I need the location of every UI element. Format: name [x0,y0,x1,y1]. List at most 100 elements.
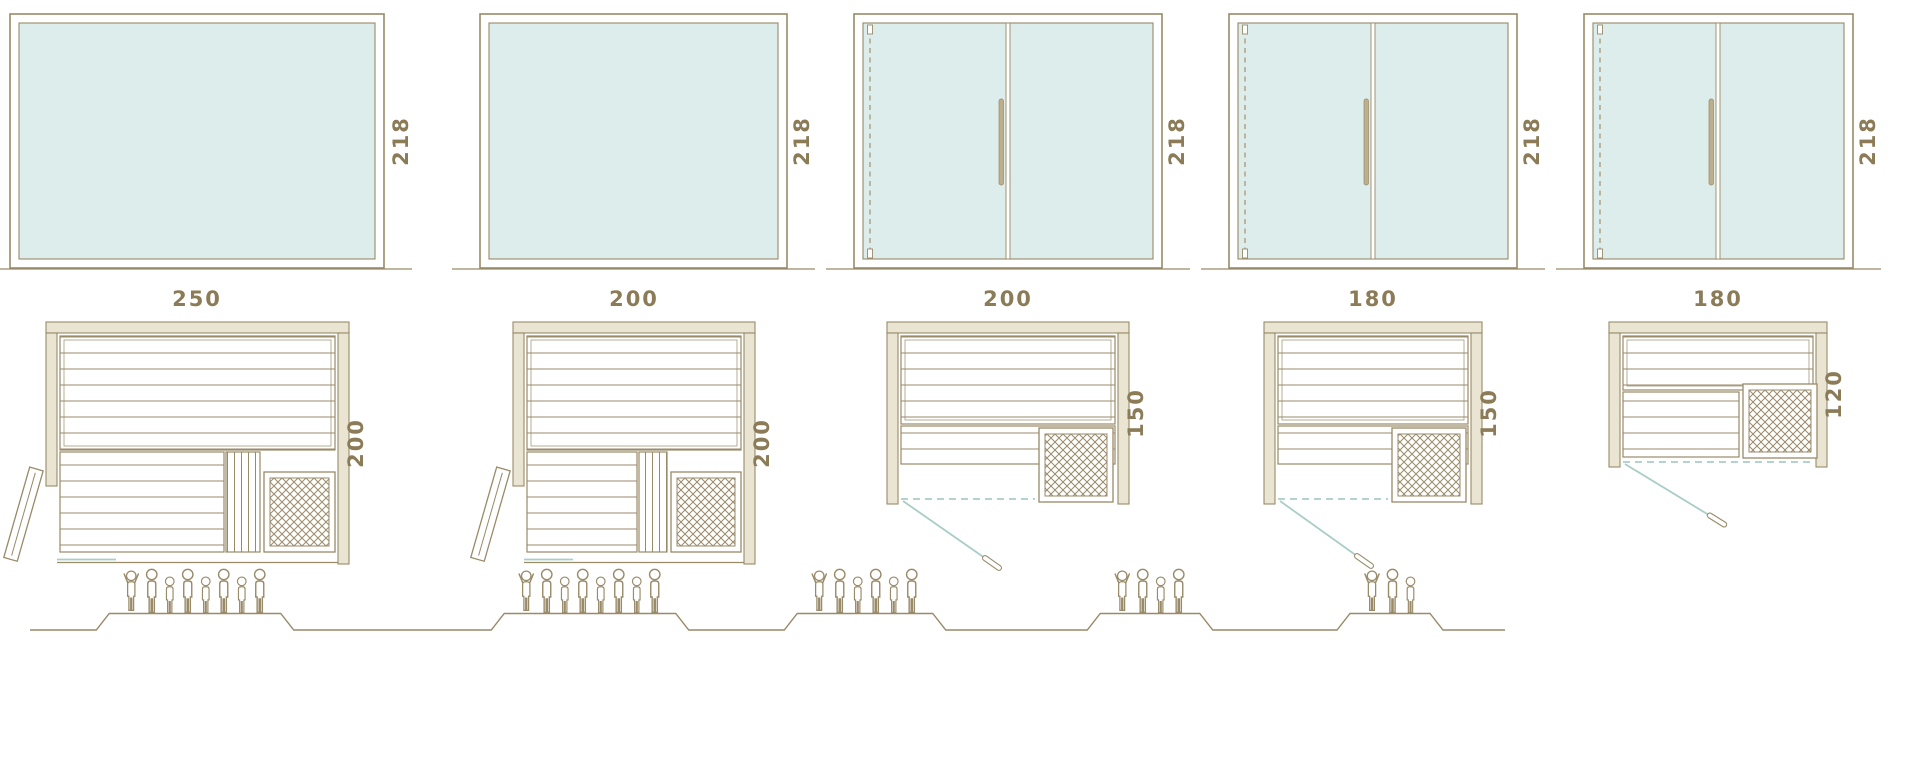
width-label-5: 180 [1693,287,1743,311]
depth-label-5: 120 [1822,369,1846,419]
person-icon [631,576,642,614]
left-wall [1608,332,1621,468]
heater-icon [1038,427,1114,503]
left-wall [1263,332,1276,505]
lower-bench [1622,391,1740,458]
door-swing-line [1624,463,1718,521]
back-wall [1608,321,1828,334]
height-label-2: 218 [790,116,814,166]
elevation-model-1 [0,13,412,270]
width-label-2: 200 [609,287,659,311]
open-door-handle-icon [1353,553,1375,569]
person-icon [123,570,140,612]
glass-panel [488,22,779,260]
hinge-cap-icon [1242,248,1248,259]
hinge-cap-icon [867,24,873,35]
elevation-model-5 [1556,13,1881,270]
person-icon [540,568,553,614]
person-icon [236,576,247,614]
lower-bench [59,451,225,553]
back-wall [886,321,1130,334]
capacity-group-2 [518,568,661,614]
door-swing-line [902,500,993,564]
person-icon [518,570,535,612]
open-door-handle-icon [1706,512,1728,528]
person-icon [648,568,661,614]
floor-plan-model-2 [469,321,756,565]
back-wall [512,321,756,334]
person-icon [852,576,863,614]
ground-line [30,612,1505,631]
upper-bench-inner-edge [1626,339,1810,387]
open-door-handle-icon [981,555,1003,571]
person-icon [1405,576,1416,614]
floor-plan-model-4 [1263,321,1483,569]
bench-slats-vertical [638,451,668,553]
door-divider [1005,22,1011,260]
person-icon [811,570,828,612]
lower-bench [526,451,638,553]
hinge-cap-icon [1597,248,1603,259]
width-label-3: 200 [983,287,1033,311]
side-door-leaf-icon [469,466,511,563]
upper-bench [59,335,336,451]
person-icon [905,568,918,614]
heater-icon [1391,427,1467,503]
elevation-model-4 [1201,13,1545,270]
door-handle-icon [998,98,1004,186]
height-label-5: 218 [1856,116,1880,166]
door-handle-icon [1363,98,1369,186]
floor-plan-model-3 [886,321,1130,571]
width-label-4: 180 [1348,287,1398,311]
upper-bench-inner-edge [904,339,1112,421]
heater-icon [1742,383,1818,459]
depth-label-2: 200 [750,418,774,468]
person-icon [576,568,589,614]
bench-slats-vertical [225,451,261,553]
capacity-group-4 [1114,568,1185,614]
elevation-model-3 [826,13,1190,270]
left-wall [45,332,58,487]
floor-plan-model-1 [2,321,350,565]
person-icon [559,576,570,614]
depth-label-4: 150 [1477,388,1501,438]
person-icon [1114,570,1131,612]
height-label-1: 218 [389,116,413,166]
capacity-group-1 [123,568,266,614]
depth-label-1: 200 [344,418,368,468]
person-icon [1386,568,1399,614]
door-divider [1370,22,1376,260]
right-wall [1470,332,1483,505]
person-icon [200,576,211,614]
height-label-3: 218 [1165,116,1189,166]
person-icon [217,568,230,614]
back-wall [45,321,350,334]
width-label-1: 250 [172,287,222,311]
right-wall [743,332,756,565]
left-wall [512,332,525,487]
person-icon [612,568,625,614]
upper-bench-inner-edge [530,339,738,447]
person-icon [888,576,899,614]
capacity-group-3 [811,568,918,614]
upper-bench [1622,335,1814,391]
right-wall [337,332,350,565]
upper-bench [526,335,742,451]
person-icon [1136,568,1149,614]
door-swing-line [1279,500,1365,562]
floor-plan-model-5 [1608,321,1828,528]
side-door-leaf-icon [2,466,44,563]
person-icon [181,568,194,614]
upper-bench-inner-edge [1281,339,1465,421]
glass-panel [18,22,376,260]
left-wall [886,332,899,505]
right-wall [1117,332,1130,505]
person-icon [164,576,175,614]
person-icon [595,576,606,614]
depth-label-3: 150 [1124,388,1148,438]
back-wall [1263,321,1483,334]
upper-bench-inner-edge [63,339,332,447]
person-icon [833,568,846,614]
